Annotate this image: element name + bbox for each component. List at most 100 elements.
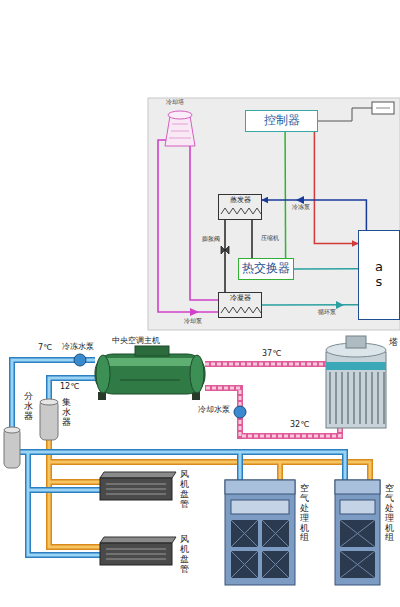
schematic-panel [148,98,400,330]
temperature-label: 32℃ [290,421,309,430]
illustration-part [105,358,195,366]
illustration-part [100,472,176,478]
part-label: 冷却塔 [166,99,184,106]
condenser-box: 冷凝器 [218,292,262,318]
illustration-part [326,362,386,370]
cooling-water-pipe [205,364,340,436]
node-text: 冷凝器 [230,294,251,302]
air-handling-unit [335,480,380,585]
illustration-part [190,146,218,300]
illustration-part [4,427,20,433]
part-label: 风机盘管 [180,470,189,510]
illustration-part [100,543,172,565]
illustration-part [168,111,192,119]
illustration-part [169,124,191,138]
part-label: 冷冻水泵 [62,343,94,352]
sensor-box [372,102,394,114]
illustration-part [40,399,58,405]
evaporator-coil [221,208,261,214]
evaporator-box: 蒸发器 [218,194,262,220]
part-label: 空气处理机组 [300,484,309,543]
distributor [4,427,20,468]
node-text: 热交换器 [242,262,290,276]
chilled-water-line [262,200,366,230]
illustration-part [49,440,370,547]
return-pipe [49,440,370,547]
node-text: 蒸发器 [230,196,251,204]
illustration-part [340,520,375,578]
illustration-part [190,355,204,393]
part-label: 塔 [389,338,398,348]
node-text: a s [373,260,386,290]
illustration-part [120,380,180,381]
cooling-tower-icon [165,111,195,146]
sensor-mark [376,108,390,109]
temperature-label: 12℃ [60,383,79,392]
chilled-water-pump [74,354,86,366]
cooling-water-line [158,140,218,312]
part-label: 循环泵 [318,309,336,316]
illustration-part [49,378,95,400]
illustration-part [96,355,110,393]
chiller [95,346,205,400]
panel-ground [148,98,400,330]
part-label: 集水器 [62,398,71,428]
refrigerant-line [224,220,226,292]
fan-coil-unit [100,537,176,565]
illustration-part [106,549,166,559]
part-label: 风机盘管 [180,535,189,575]
condenser-coil [221,307,261,313]
illustration-part [340,500,375,514]
control-line [314,132,358,244]
water-line [262,304,358,306]
illustration-part [205,361,326,367]
illustration-part [135,346,169,356]
collector [40,399,58,440]
illustration-part [335,480,380,585]
illustration-part [49,440,370,547]
terminal-box: a s [358,230,400,320]
part-label: 空气处理机组 [385,484,394,543]
cooling-tower [326,336,386,428]
air-handling-unit [225,480,295,585]
cooling-pump-symbol [190,308,199,316]
node-text: 控制器 [264,114,300,128]
illustration-part [106,484,166,494]
illustration-part [158,140,218,312]
controller-box: 控制器 [245,110,318,132]
water-line [294,268,358,270]
illustration-part [100,537,176,543]
illustration-part [326,352,386,428]
part-label: 膨胀阀 [202,236,220,243]
temperature-label: 37℃ [262,350,281,359]
illustration-part [165,116,195,146]
illustration-part [231,500,289,514]
illustration-part [346,336,366,348]
fan-coil-unit [100,472,176,500]
part-label: 冷却泵 [184,318,202,325]
illustration-part [49,378,95,400]
illustration-part [205,363,326,366]
part-label: 冷冻泵 [292,204,310,211]
illustration-part [335,480,380,494]
illustration-part [95,354,205,394]
illustration-part [231,520,289,578]
hvac-illustration [4,336,386,585]
illustration-part [225,480,295,494]
illustration-part [40,400,58,440]
illustration-part [100,478,172,500]
part-label: 分水器 [24,392,33,422]
part-label: 冷却水泵 [198,406,230,415]
illustration-part [330,372,384,424]
part-label: 中央空调主机 [112,337,160,346]
refrigerant-line [251,220,253,258]
cooling-water-pump [234,406,246,418]
sensor-wire [318,108,372,121]
illustration-part [225,480,295,585]
temperature-label: 7℃ [38,344,52,353]
heat-exchanger-box: 热交换器 [238,258,294,280]
